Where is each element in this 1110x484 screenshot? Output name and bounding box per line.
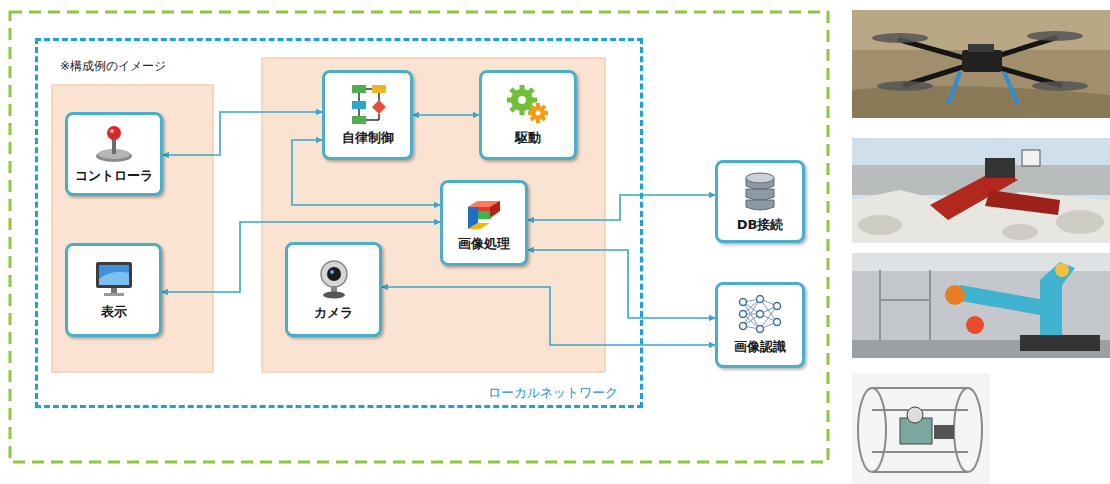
node-label: 駆動 <box>515 129 541 147</box>
control-box: 自律制御 <box>322 70 413 160</box>
database-box: DB接続 <box>715 160 805 243</box>
connector-arrow <box>528 250 715 318</box>
recognition-box: 画像認識 <box>715 282 805 368</box>
icon <box>314 258 354 300</box>
node-label: DB接続 <box>737 216 784 234</box>
camera-box: カメラ <box>285 242 382 337</box>
local-network-group: ローカルネットワーク コントローラ表示 自律制御 駆動画像処理カメラ <box>35 38 643 408</box>
connector-arrow <box>528 195 715 220</box>
connector-arrow <box>413 114 479 116</box>
tracked-robot-photo <box>852 138 1110 243</box>
outer-boundary <box>10 12 828 462</box>
icon <box>92 259 136 299</box>
icon <box>740 170 780 212</box>
image-processing-box: 画像処理 <box>440 180 528 266</box>
connector-arrow <box>382 287 715 345</box>
icon <box>346 83 390 125</box>
node-label: 表示 <box>101 303 127 321</box>
node-label: カメラ <box>314 304 353 322</box>
display-box: 表示 <box>65 243 162 337</box>
connector-arrow <box>163 112 322 155</box>
icon <box>92 123 136 163</box>
group-label: ローカルネットワーク <box>488 384 618 402</box>
icon <box>505 83 551 125</box>
operator-panel <box>52 85 213 372</box>
drone-photo <box>852 10 1110 118</box>
icon <box>737 294 783 334</box>
controller-box: コントローラ <box>65 112 163 196</box>
drive-box: 駆動 <box>479 70 577 160</box>
note-label: ※構成例のイメージ <box>60 58 166 75</box>
cage-robot-photo <box>852 373 990 484</box>
crane-robot-photo <box>852 253 1110 358</box>
node-label: 画像認識 <box>734 338 786 356</box>
node-label: 画像処理 <box>458 235 510 253</box>
node-label: コントローラ <box>75 167 153 185</box>
robot-panel <box>262 58 605 372</box>
icon <box>464 193 504 231</box>
node-label: 自律制御 <box>342 129 394 147</box>
